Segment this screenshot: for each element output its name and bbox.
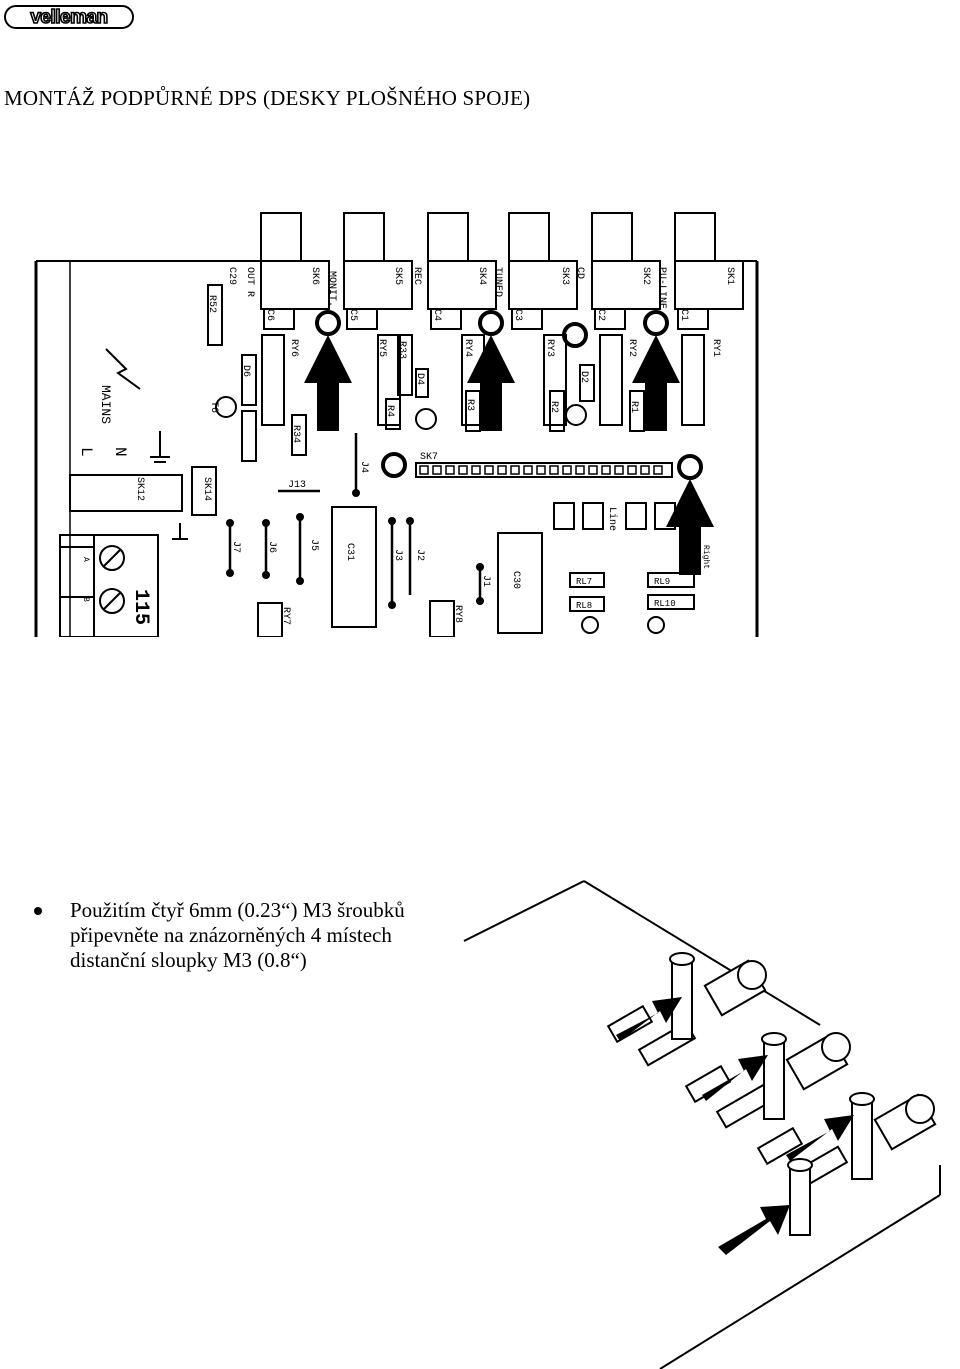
pcb-label: SK14 bbox=[201, 477, 212, 501]
pcb-label: SK2 bbox=[640, 267, 651, 285]
instruction-text: Použitím čtyř 6mm (0.23“) M3 šroubků při… bbox=[70, 898, 405, 972]
pcb-label: J7 bbox=[230, 541, 241, 553]
pcb-label: J1 bbox=[480, 575, 491, 587]
pcb-label: SK5 bbox=[392, 267, 403, 285]
spacer-mounting-illustration bbox=[463, 880, 941, 1369]
pcb-label: R34 bbox=[290, 425, 301, 443]
pcb-label: R4 bbox=[384, 405, 395, 417]
bullet-dot bbox=[34, 907, 42, 915]
pcb-label: C29 bbox=[226, 267, 237, 285]
pcb-label: CD bbox=[574, 267, 585, 279]
pcb-label: RY7 bbox=[280, 607, 291, 625]
instruction-item: Použitím čtyř 6mm (0.23“) M3 šroubků při… bbox=[34, 898, 444, 973]
pcb-label: MAINS bbox=[98, 385, 113, 424]
pcb-label: J5 bbox=[308, 539, 319, 551]
pcb-label: J3 bbox=[392, 549, 403, 561]
pcb-label: TUNED bbox=[492, 267, 503, 297]
pcb-label: RY4 bbox=[462, 339, 473, 357]
pcb-label: R52 bbox=[206, 295, 217, 313]
rca-sockets bbox=[260, 212, 716, 262]
pcb-layout-diagram: C29 OUT R SK6 MONIT. SK5 REC SK4 TUNED S… bbox=[34, 212, 759, 637]
pcb-label: C30 bbox=[510, 571, 521, 589]
pcb-label: C4 bbox=[431, 309, 442, 321]
pcb-label: R1 bbox=[628, 401, 639, 413]
pcb-label: RY3 bbox=[544, 339, 555, 357]
illustration-arrows bbox=[616, 997, 854, 1255]
pcb-label: OUT R bbox=[244, 267, 255, 297]
instruction-list: Použitím čtyř 6mm (0.23“) M3 šroubků při… bbox=[34, 898, 444, 973]
pcb-label: R33 bbox=[396, 341, 407, 359]
pcb-label: RY8 bbox=[452, 605, 463, 623]
pcb-label: RY2 bbox=[626, 339, 637, 357]
pcb-label: REC bbox=[411, 267, 422, 285]
pcb-label: L bbox=[77, 447, 95, 457]
pcb-label: RY1 bbox=[710, 339, 721, 357]
pcb-label: RY5 bbox=[376, 339, 387, 357]
pcb-label: MONIT. bbox=[326, 271, 337, 307]
mounting-arrows bbox=[304, 335, 714, 575]
pcb-label: C31 bbox=[344, 543, 355, 561]
pcb-label: PU-LINE bbox=[656, 267, 667, 309]
pcb-label: SK1 bbox=[724, 267, 735, 285]
pcb-label: SK3 bbox=[559, 267, 570, 285]
pcb-label: R3 bbox=[464, 399, 475, 411]
velleman-logo: velleman bbox=[4, 5, 134, 29]
pcb-label: C3 bbox=[512, 309, 523, 321]
pcb-label: T6 bbox=[208, 401, 219, 413]
pcb-label: R2 bbox=[548, 401, 559, 413]
pcb-label: Line bbox=[606, 507, 618, 531]
pcb-label: C5 bbox=[347, 309, 358, 321]
pcb-label: C6 bbox=[264, 309, 275, 321]
pcb-label: 115 bbox=[129, 589, 152, 625]
pcb-label: SK12 bbox=[134, 477, 145, 501]
pcb-label: C2 bbox=[595, 309, 606, 321]
logo-text: velleman bbox=[30, 7, 107, 28]
pcb-label: J13 bbox=[288, 480, 306, 491]
pcb-label: D2 bbox=[578, 371, 589, 383]
pcb-label: J6 bbox=[266, 541, 277, 553]
mounting-holes bbox=[315, 310, 703, 480]
pcb-label: SK4 bbox=[476, 267, 487, 285]
pcb-label: SK7 bbox=[420, 452, 438, 463]
pcb-label: RL10 bbox=[654, 599, 676, 609]
pcb-label: SK6 bbox=[309, 267, 320, 285]
pcb-label: RL9 bbox=[654, 577, 670, 587]
pcb-label: RY6 bbox=[288, 339, 299, 357]
pcb-label: A bbox=[81, 557, 90, 562]
pcb-label: J2 bbox=[414, 549, 425, 561]
pcb-label: Right bbox=[701, 545, 710, 569]
pcb-label: C1 bbox=[678, 309, 689, 321]
pcb-label: RL8 bbox=[576, 601, 592, 611]
pcb-label: B bbox=[81, 597, 90, 602]
pcb-label: N bbox=[111, 447, 129, 457]
pcb-label: J4 bbox=[358, 461, 369, 473]
pcb-label: D4 bbox=[414, 373, 425, 385]
pcb-label: RL7 bbox=[576, 577, 592, 587]
page-title: MONTÁŽ PODPŮRNÉ DPS (DESKY PLOŠNÉHO SPOJ… bbox=[4, 86, 531, 110]
pcb-label: D6 bbox=[240, 365, 251, 377]
